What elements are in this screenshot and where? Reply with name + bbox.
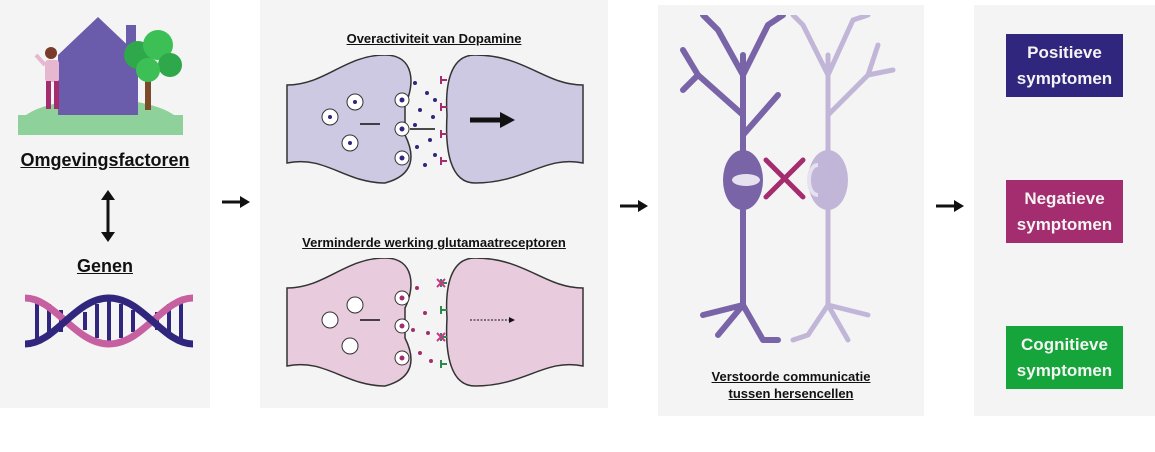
communication-caption-line1: Verstoorde communicatie (711, 369, 871, 384)
cognitive-symptoms-line1: Cognitieve (1021, 334, 1108, 354)
house-person-tree-illustration (18, 17, 183, 135)
double-arrow-icon (101, 190, 115, 242)
negative-symptoms-line1: Negatieve (1024, 188, 1105, 208)
arrow-right-icon (620, 200, 648, 212)
positive-symptoms-line2: symptomen (1016, 68, 1113, 88)
negative-symptoms-box: Negatieve symptomen (1006, 180, 1123, 243)
cognitive-symptoms-box: Cognitieve symptomen (1006, 326, 1123, 389)
glutamate-synapse-illustration (286, 258, 584, 387)
dopamine-synapse-illustration (286, 55, 584, 184)
genes-label: Genen (76, 256, 133, 276)
arrow-right-icon (222, 196, 250, 208)
environment-label: Omgevingsfactoren (20, 150, 190, 170)
positive-symptoms-line1: Positieve (1027, 42, 1102, 62)
arrow-right-icon (936, 200, 964, 212)
mechanisms-panel: Overactiviteit van Dopamine Verminderde … (260, 0, 608, 408)
communication-panel: Verstoorde communicatie tussen hersencel… (658, 5, 924, 416)
causes-panel: Omgevingsfactoren Genen (0, 0, 210, 408)
positive-symptoms-box: Positieve symptomen (1006, 34, 1123, 97)
negative-symptoms-line2: symptomen (1016, 214, 1113, 234)
dna-icon (25, 294, 193, 348)
glutamate-title: Verminderde werking glutamaatreceptoren (302, 235, 566, 250)
neurons-illustration (680, 15, 896, 343)
dopamine-title: Overactiviteit van Dopamine (346, 31, 522, 46)
cognitive-symptoms-line2: symptomen (1016, 360, 1113, 380)
communication-caption-line2: tussen hersencellen (728, 386, 854, 401)
